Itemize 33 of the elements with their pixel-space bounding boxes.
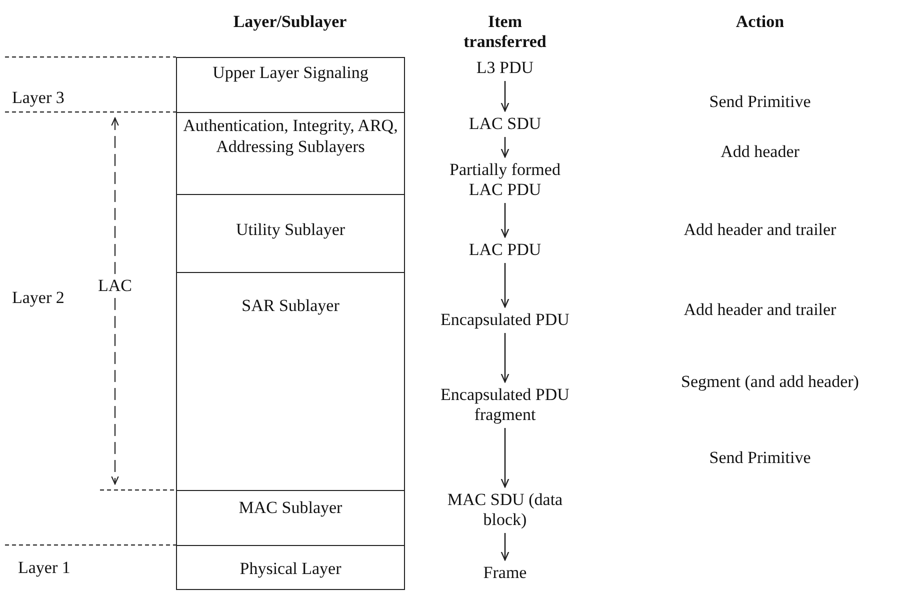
transferred-item: LAC SDU [425,114,585,134]
layer-name: Layer 3 [12,88,64,107]
action-text: Add header [720,142,800,161]
layer-box: MAC Sublayer [176,490,405,546]
action-text: Add header and trailer [684,300,836,319]
arrow [500,203,510,238]
layer-box: Upper Layer Signaling [176,57,405,113]
transferred-item: Encapsulated PDU fragment [435,385,575,425]
arrow [500,333,510,383]
transferred-item: Partially formed LAC PDU [435,160,575,200]
layer-box: Authentication, Integrity, ARQ, Addressing Sublayers [176,112,405,195]
transferred-item: Frame [425,563,585,583]
transferred-item: MAC SDU (data block) [435,490,575,530]
transferred-item: L3 PDU [425,58,585,78]
layer-name: Layer 2 [12,288,64,307]
action-text: Send Primitive [709,448,811,467]
layer-name: Layer 1 [18,558,70,577]
action-text: Add header and trailer [684,220,836,239]
column-header: Item transferred [464,12,546,51]
action-text: Segment (and add header) [681,372,859,391]
arrow [500,263,510,308]
layer-box: SAR Sublayer [176,272,405,491]
action-text: Send Primitive [709,92,811,111]
arrow [500,81,510,112]
arrow [500,137,510,158]
transferred-item: Encapsulated PDU [425,310,585,330]
arrow [500,428,510,488]
transferred-item: LAC PDU [425,240,585,260]
layer-box: Physical Layer [176,545,405,590]
column-header: Action [736,12,784,31]
layer-box: Utility Sublayer [176,194,405,273]
arrow [500,533,510,561]
column-header: Layer/Sublayer [233,12,347,31]
